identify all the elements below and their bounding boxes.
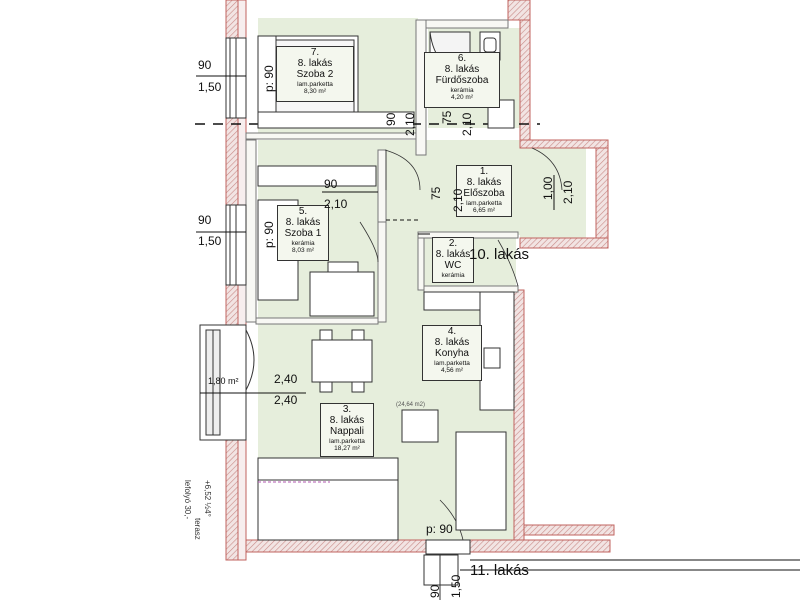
wall-right-bath xyxy=(519,19,531,141)
dim-parapet-bottom: p: 90 xyxy=(426,522,453,536)
bottom-elements xyxy=(423,539,800,600)
dim-guides xyxy=(196,75,555,394)
label-flat-11: 11. lakás xyxy=(470,562,529,579)
dim-entry-width: 1,00 xyxy=(541,176,555,200)
living-furniture xyxy=(257,409,507,541)
dim-window-height-top: 1,50 xyxy=(198,80,222,94)
dim-living-area-note: (24,64 m2) xyxy=(396,402,426,408)
wall-bottom-far xyxy=(523,524,615,536)
room-label-wc: 2. 8. lakás WC kerámia xyxy=(432,237,474,283)
dim-parapet-top: p: 90 xyxy=(262,65,276,92)
room-label-szoba2: 7. 8. lakás Szoba 2 lam.parketta 8,30 m² xyxy=(276,46,354,102)
dim-entry-height: 2,10 xyxy=(561,180,575,204)
dim-balcony-area: 1,80 m² xyxy=(208,376,239,386)
side-note-2: terasz xyxy=(193,518,202,540)
balcony-door xyxy=(199,324,255,441)
dining-table xyxy=(311,329,373,393)
dim-door-bath-height: 2,10 xyxy=(460,112,474,136)
side-note-3: lefolyó 30,- xyxy=(183,480,192,520)
wall-balcony-bottom xyxy=(519,237,609,249)
room-label-nappali: 3. 8. lakás Nappali lam.parketta 18,27 m… xyxy=(320,403,374,457)
wall-bottom-right xyxy=(469,539,611,553)
room-label-furdoszoba: 6. 8. lakás Fürdőszoba kerámia 4,20 m² xyxy=(424,52,500,108)
wall-right-lower xyxy=(513,289,525,541)
wall-balcony-top xyxy=(519,139,609,149)
dim-balcony-door-width: 2,40 xyxy=(274,372,298,386)
side-note-1: +6,52 ½4° xyxy=(203,480,212,517)
floor-eloszoba-right xyxy=(520,140,586,240)
dim-window-width-top: 90 xyxy=(198,58,212,72)
wall-balcony-right xyxy=(595,139,609,249)
dim-door-szoba1-height: 2,10 xyxy=(324,197,348,211)
wall-bottom xyxy=(245,539,427,553)
dim-door-wc-width: 75 xyxy=(429,186,443,200)
dim-door-szoba1-width: 90 xyxy=(324,177,338,191)
wardrobe-szoba2 xyxy=(257,111,415,129)
dim-door-szoba2-height: 2,10 xyxy=(403,112,417,136)
dim-window-width-mid: 90 xyxy=(198,213,212,227)
dim-bottom-width: 90 xyxy=(428,584,442,598)
wall-left-lower xyxy=(225,439,239,561)
dim-balcony-door-height: 2,40 xyxy=(274,393,298,407)
room-label-konyha: 4. 8. lakás Konyha lam.parketta 4,56 m² xyxy=(422,325,482,381)
dim-window-height-mid: 1,50 xyxy=(198,234,222,248)
dim-parapet-mid: p: 90 xyxy=(262,221,276,248)
dim-door-wc-height: 2,10 xyxy=(451,188,465,212)
dim-bottom-height: 1,50 xyxy=(449,574,463,598)
left-openings xyxy=(225,37,247,286)
room-label-szoba1: 5. 8. lakás Szoba 1 kerámia 8,03 m² xyxy=(277,205,329,261)
wall-top-right xyxy=(507,0,531,21)
label-flat-10: 10. lakás xyxy=(469,246,530,263)
kitchen-counter xyxy=(423,291,515,411)
dim-door-szoba2-width: 90 xyxy=(384,112,398,126)
dim-door-bath-width: 75 xyxy=(440,110,454,124)
room-label-eloszoba: 1. 8. lakás Előszoba lam.parketta 6,65 m… xyxy=(456,165,512,217)
